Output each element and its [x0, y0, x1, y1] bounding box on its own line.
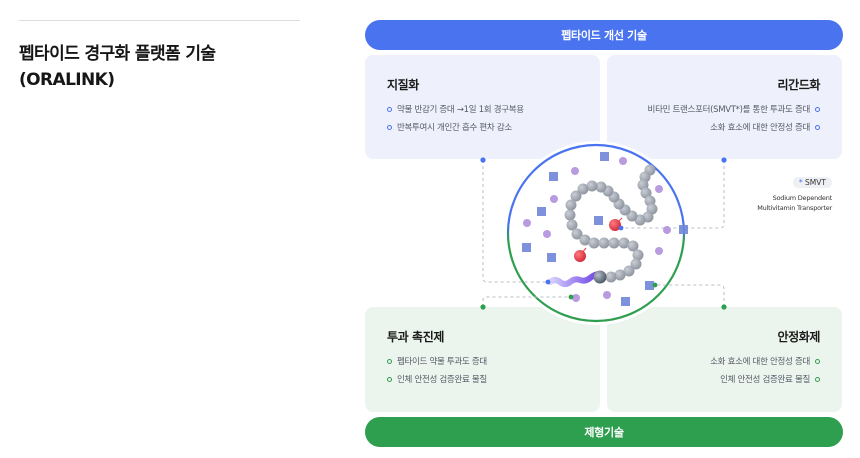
smvt-desc-line2: Multivitamin Transporter	[757, 204, 832, 212]
list-item-text: 약물 반감기 증대 →1일 1회 경구복용	[397, 105, 524, 115]
ligandation-title: 리간드화	[777, 78, 820, 92]
bullet-icon	[387, 107, 392, 112]
connector-end-icon	[618, 225, 624, 231]
bullet-icon	[815, 107, 820, 112]
list-item: 약물 반감기 증대 →1일 1회 경구복용	[387, 101, 578, 119]
bullet-icon	[387, 125, 392, 130]
smvt-abbr: SMVT	[805, 178, 826, 187]
connector-end-icon	[652, 282, 658, 288]
ligand-bead-icon	[574, 250, 586, 262]
bullet-icon	[387, 359, 392, 364]
connector-end-icon	[568, 294, 574, 300]
peptide-improvement-bar: 펩타이드 개선 기술	[365, 20, 843, 50]
lipidation-card: 지질화 약물 반감기 증대 →1일 1회 경구복용 반복투여시 개인간 흡수 편…	[365, 55, 600, 159]
enhancer-dots	[523, 157, 671, 302]
list-item-text: 소화 효소에 대한 안정성 증대	[710, 123, 810, 133]
connector-dot-icon	[480, 157, 486, 163]
list-item: 인체 안전성 검증완료 물질	[629, 371, 820, 389]
bullet-icon	[815, 359, 820, 364]
smvt-desc-line1: Sodium Dependent	[772, 194, 833, 202]
bullet-icon	[387, 377, 392, 382]
bullet-icon	[815, 377, 820, 382]
permeation-enhancer-title: 투과 촉진제	[387, 330, 444, 344]
list-item-text: 반복투여시 개인간 흡수 편차 감소	[397, 123, 512, 133]
page-title: 펩타이드 경구화 플랫폼 기술 (ORALINK)	[19, 41, 216, 93]
stabilizer-title: 안정화제	[777, 330, 820, 344]
peptide-chain	[564, 164, 658, 283]
asterisk-icon: *	[798, 178, 803, 187]
connector-lines	[482, 160, 725, 307]
list-item-text: 인체 안전성 검증완료 물질	[720, 375, 810, 385]
list-item: 소화 효소에 대한 안정성 증대	[629, 353, 820, 371]
peptide-improvement-label: 펩타이드 개선 기술	[561, 29, 647, 42]
smvt-legend: * SMVT Sodium Dependent Multivitamin Tra…	[740, 170, 832, 213]
list-item-text: 소화 효소에 대한 안정성 증대	[710, 357, 810, 367]
list-item-text: 펩타이드 약물 투과도 증대	[397, 357, 487, 367]
stabilizer-card: 안정화제 소화 효소에 대한 안정성 증대 인체 안전성 검증완료 물질	[607, 307, 842, 412]
connector-end-icon	[545, 279, 551, 285]
connector-dot-icon	[480, 304, 486, 310]
anchor-bead-icon	[593, 270, 607, 284]
list-item: 비타민 트랜스포터(SMVT*)를 통한 투과도 증대	[629, 101, 820, 119]
list-item: 소화 효소에 대한 안정성 증대	[629, 119, 820, 137]
page-title-line2: (ORALINK)	[19, 70, 115, 90]
page-title-line1: 펩타이드 경구화 플랫폼 기술	[19, 44, 216, 64]
list-item: 반복투여시 개인간 흡수 편차 감소	[387, 119, 578, 137]
list-item: 펩타이드 약물 투과도 증대	[387, 353, 578, 371]
connector-dot-icon	[721, 304, 727, 310]
ligandation-card: 리간드화 비타민 트랜스포터(SMVT*)를 통한 투과도 증대 소화 효소에 …	[607, 55, 842, 159]
formulation-bar: 제형기술	[365, 417, 843, 447]
list-item-text: 인체 안전성 검증완료 물질	[397, 375, 487, 385]
top-divider	[19, 20, 300, 21]
connector-dot-icon	[721, 157, 727, 163]
bullet-icon	[815, 125, 820, 130]
list-item: 인체 안전성 검증완료 물질	[387, 371, 578, 389]
lipid-tail-icon	[547, 271, 603, 287]
smvt-description: Sodium Dependent Multivitamin Transporte…	[740, 193, 832, 213]
lipidation-title: 지질화	[387, 78, 419, 92]
list-item-text: 비타민 트랜스포터(SMVT*)를 통한 투과도 증대	[647, 105, 811, 115]
cell-ring	[506, 143, 686, 323]
permeation-enhancer-card: 투과 촉진제 펩타이드 약물 투과도 증대 인체 안전성 검증완료 물질	[365, 307, 600, 412]
formulation-label: 제형기술	[584, 426, 624, 439]
smvt-badge: * SMVT	[792, 177, 832, 188]
ligand-bead-icon	[609, 219, 621, 231]
stabilizer-squares	[522, 152, 688, 306]
